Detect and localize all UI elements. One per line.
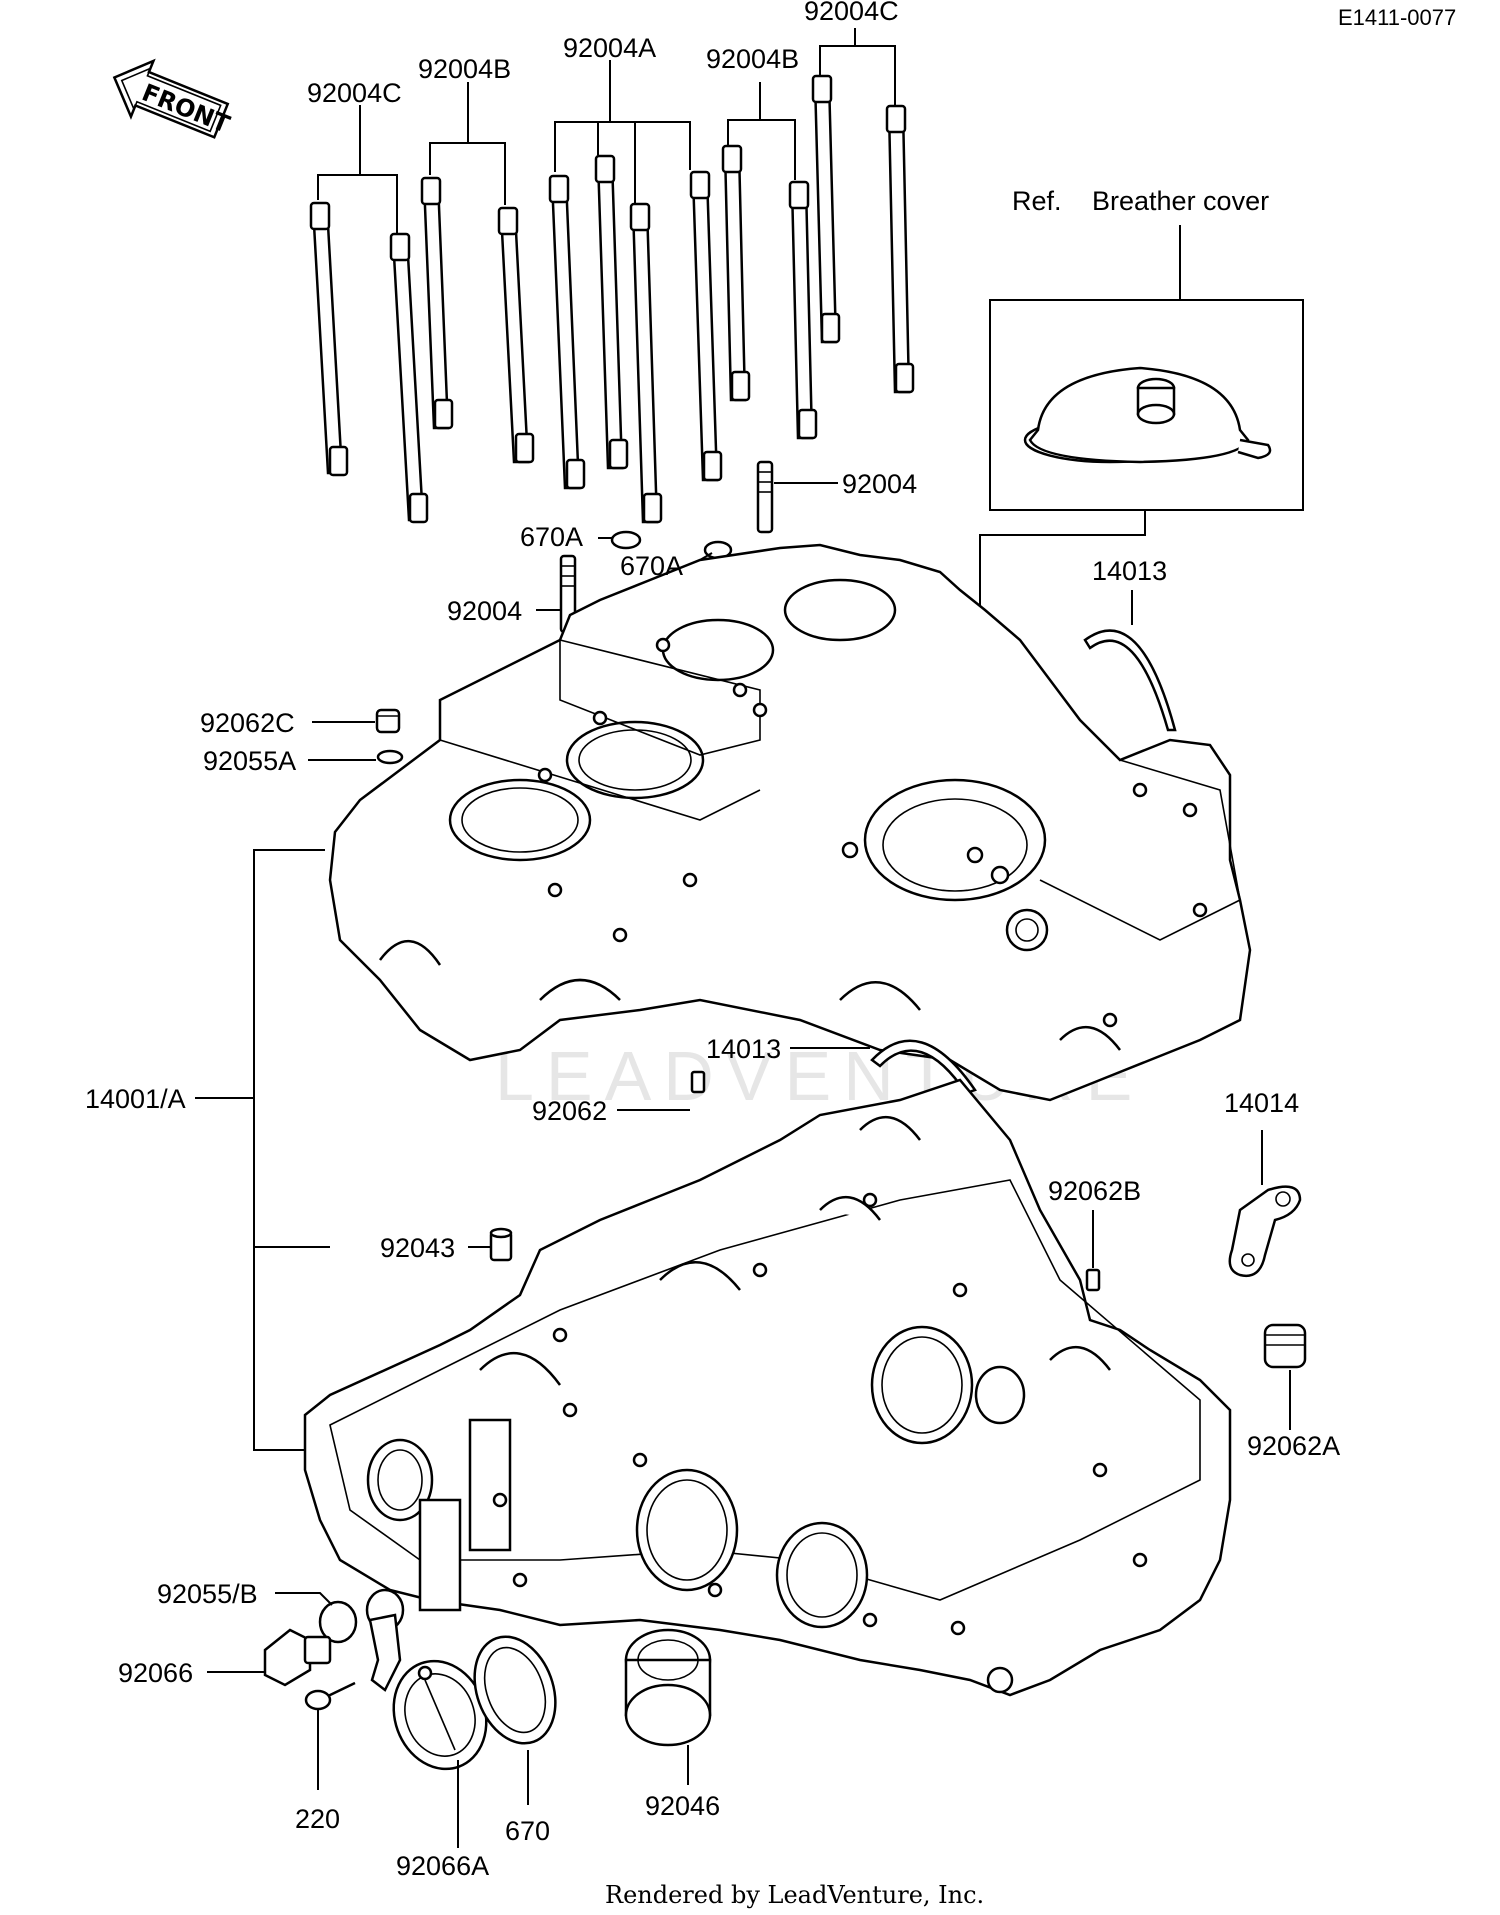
label-92066: 92066 — [118, 1658, 193, 1688]
label-92043: 92043 — [380, 1233, 455, 1263]
front-arrow-icon: FRONT — [112, 58, 234, 139]
footer-credit: Rendered by LeadVenture, Inc. — [605, 1881, 984, 1909]
lower-crankcase — [303, 1078, 1232, 1697]
label-14013-mid: 14013 — [706, 1034, 781, 1064]
label-92062a: 92062A — [1247, 1431, 1340, 1461]
label-670: 670 — [505, 1816, 550, 1846]
label-14013-top: 14013 — [1092, 556, 1167, 586]
label-670a-mid: 670A — [620, 551, 683, 581]
label-670a-left: 670A — [520, 522, 583, 552]
label-220: 220 — [295, 1804, 340, 1834]
stud-bolt-92004b-2 — [497, 206, 535, 464]
thrust-washer-14013-top — [1083, 629, 1177, 732]
needle-bearing-92046 — [624, 1628, 712, 1747]
stud-bolt-92004a-1 — [548, 174, 586, 490]
stud-bolt-92004a-3 — [629, 202, 663, 524]
label-92055b: 92055/B — [157, 1579, 258, 1609]
washer-92055a — [376, 749, 404, 765]
label-92066a: 92066A — [396, 1851, 489, 1881]
label-92004c-left: 92004C — [307, 78, 402, 108]
label-92004-right: 92004 — [842, 469, 917, 499]
breather-cover-ref: Ref. Breather cover — [979, 186, 1304, 850]
breather-name: Breather cover — [1092, 186, 1269, 216]
label-92062: 92062 — [532, 1096, 607, 1126]
upper-crankcase — [328, 543, 1252, 1102]
diagram-id: E1411-0077 — [1338, 5, 1456, 30]
label-92004b-left: 92004B — [418, 54, 511, 84]
leader-lines — [195, 28, 1291, 1848]
label-14001a: 14001/A — [85, 1084, 186, 1114]
plug-92062c — [375, 708, 401, 734]
label-92004c-right: 92004C — [804, 0, 899, 26]
plug-92062b — [1085, 1268, 1101, 1292]
washer-92055b — [318, 1600, 358, 1644]
part-labels: 92004C 92004B 92004A 92004B 92004C 92004… — [85, 0, 1340, 1881]
stud-bolt-92004a-4 — [689, 170, 723, 482]
label-92004-left: 92004 — [447, 596, 522, 626]
stud-bolt-92004c-3 — [811, 74, 841, 344]
stud-bolt-92004c-2 — [389, 232, 429, 524]
plate-14014 — [1228, 1185, 1302, 1278]
clamp — [368, 1613, 402, 1692]
stud-bolt-92004c-4 — [885, 104, 915, 394]
plug-92062 — [690, 1070, 706, 1094]
o-ring-670 — [473, 1635, 557, 1745]
drain-plug-92066 — [263, 1628, 332, 1687]
plug-92062a — [1263, 1323, 1307, 1369]
stud-bolt-92004b-4 — [788, 180, 818, 440]
label-92004b-right: 92004B — [706, 44, 799, 74]
stud-bolts — [309, 74, 915, 634]
bolt-220 — [304, 1681, 356, 1711]
label-92055a: 92055A — [203, 746, 296, 776]
label-92062c: 92062C — [200, 708, 295, 738]
stud-bolt-92004b-1 — [420, 176, 454, 430]
label-92004a: 92004A — [563, 33, 656, 63]
label-14014: 14014 — [1224, 1088, 1299, 1118]
stud-bolt-92004a-2 — [594, 154, 629, 470]
o-ring-670a-left — [610, 530, 642, 550]
short-stud-92004-right — [756, 460, 774, 534]
stud-bolt-92004c-1 — [309, 201, 349, 477]
dowel-92043 — [489, 1227, 513, 1262]
label-92046: 92046 — [645, 1791, 720, 1821]
stud-bolt-92004b-3 — [721, 144, 751, 402]
breather-ref: Ref. — [1012, 186, 1062, 216]
label-92062b: 92062B — [1048, 1176, 1141, 1206]
